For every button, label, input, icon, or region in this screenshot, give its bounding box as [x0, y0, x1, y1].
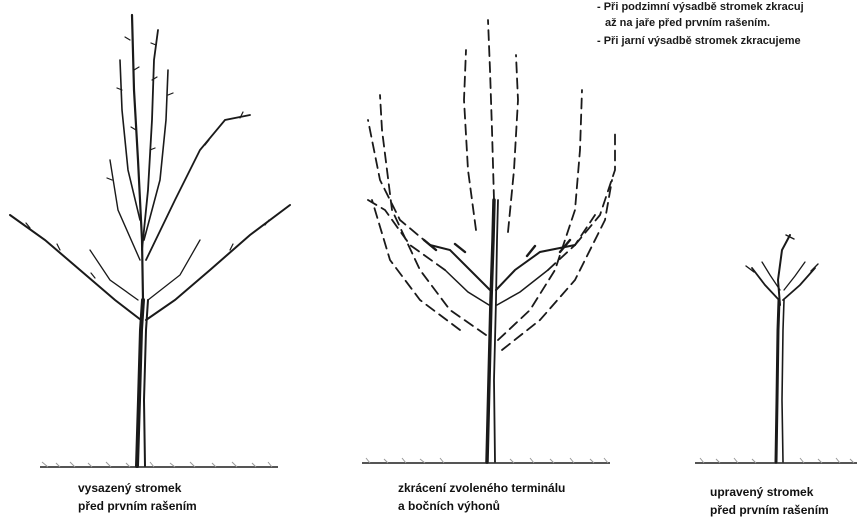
- caption-tree1-line1: vysazený stromek: [78, 478, 181, 498]
- caption-tree3-line1: upravený stromek: [710, 482, 813, 502]
- note-spring-planting: - Při jarní výsadbě stromek zkracujeme: [597, 34, 801, 49]
- tree1-illustration: [10, 15, 290, 466]
- caption-tree1-line2: před prvním rašením: [78, 496, 197, 516]
- note-autumn-planting: - Při podzimní výsadbě stromek zkracuj: [597, 0, 804, 15]
- note-autumn-planting-continued: až na jaře před prvním rašením.: [605, 16, 770, 31]
- caption-tree2-line1: zkrácení zvoleného terminálu: [398, 478, 565, 498]
- caption-tree2-line2: a bočních výhonů: [398, 496, 500, 516]
- ground-tree1: [40, 462, 278, 467]
- tree2-illustration: [368, 20, 615, 462]
- tree3-illustration: [746, 235, 818, 462]
- caption-tree3-line2: před prvním rašením: [710, 500, 829, 520]
